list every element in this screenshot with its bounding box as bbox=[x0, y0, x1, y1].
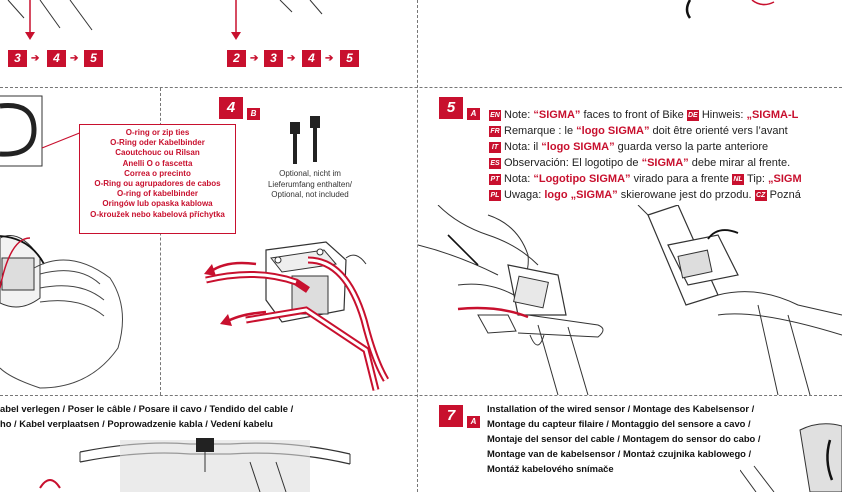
language-badge: CZ bbox=[754, 190, 767, 201]
divider-vertical-inner bbox=[160, 88, 161, 395]
substep-label: A bbox=[467, 108, 480, 120]
step7-title-line: Montáž kabelového snímače bbox=[487, 463, 614, 474]
language-badge: PT bbox=[489, 174, 501, 185]
step-number: 7 bbox=[439, 405, 463, 427]
note-text: Uwaga: bbox=[504, 189, 545, 201]
oring-and-sensor-illustration bbox=[0, 95, 123, 389]
arrow-right-icon: ➔ bbox=[325, 53, 334, 64]
oring-label: Correa o precinto bbox=[124, 168, 191, 178]
note-text: skierowane jest do przodu. bbox=[617, 189, 755, 201]
note-highlight: “logo SIGMA” bbox=[576, 125, 650, 137]
divider-horizontal-bottom bbox=[0, 395, 842, 396]
note-highlight: “SIGMA” bbox=[641, 157, 689, 169]
note-text: Nota: bbox=[504, 173, 534, 185]
note-highlight: „SIGM bbox=[768, 173, 802, 185]
step-number: 5 bbox=[439, 97, 463, 119]
top-strip-drawings bbox=[7, 0, 775, 40]
substep-label: A bbox=[467, 416, 480, 428]
divider-vertical bbox=[417, 0, 418, 492]
note-text: debe mirar al frente. bbox=[688, 157, 791, 169]
sequence-step: 4 bbox=[302, 50, 321, 67]
oring-label: O-kroužek nebo kabelová příchytka bbox=[90, 209, 225, 219]
sensor-on-stem-illustration bbox=[418, 205, 842, 395]
note-text: Pozná bbox=[769, 189, 801, 201]
oring-label-box: O-ring or zip ties O-Ring oder Kabelbind… bbox=[79, 124, 236, 234]
step7-title-line: Montage du capteur filaire / Montaggio d… bbox=[487, 418, 751, 429]
arrow-right-icon: ➔ bbox=[70, 53, 79, 64]
sequence-step: 3 bbox=[8, 50, 27, 67]
language-badge: FR bbox=[489, 126, 501, 137]
note-text: Hinweis: bbox=[701, 109, 747, 121]
note-text: Observación: El logotipo de bbox=[504, 157, 642, 169]
language-badge: EN bbox=[489, 110, 501, 121]
substep-label: B bbox=[247, 108, 260, 120]
oring-label: O-Ring oder Kabelbinder bbox=[110, 138, 205, 148]
optional-note-line: Optional, nicht im bbox=[279, 169, 341, 178]
arrow-right-icon: ➔ bbox=[250, 53, 259, 64]
optional-note-line: Optional, not included bbox=[271, 190, 349, 199]
fork-sensor-illustration bbox=[740, 423, 842, 492]
sequence-step: 4 bbox=[47, 50, 66, 67]
oring-label: O-ring of kabelbinder bbox=[117, 189, 198, 199]
oring-label: O-ring or zip ties bbox=[125, 128, 190, 137]
language-badge: DE bbox=[686, 110, 699, 121]
note-text: doit être orienté vers l’avant bbox=[649, 125, 788, 137]
note-highlight: “logo SIGMA” bbox=[541, 141, 615, 153]
language-badge: PL bbox=[489, 190, 501, 201]
arrow-right-icon: ➔ bbox=[287, 53, 296, 64]
optional-note: Optional, nicht im Lieferumfang enthalte… bbox=[254, 169, 366, 201]
language-badge: IT bbox=[489, 142, 501, 153]
sequence-step: 3 bbox=[264, 50, 283, 67]
zip-ties-icon bbox=[290, 116, 320, 164]
note-text: Nota: il bbox=[504, 141, 542, 153]
note-highlight: logo „SIGMA” bbox=[544, 189, 618, 201]
arrow-right-icon: ➔ bbox=[31, 53, 40, 64]
oring-label: O-Ring ou agrupadores de cabos bbox=[94, 179, 221, 189]
step7-title-line: Montaje del sensor del cable / Montagem … bbox=[487, 433, 761, 444]
divider-horizontal-top bbox=[0, 87, 842, 88]
step-number: 4 bbox=[219, 97, 243, 119]
step6-title-line: ho / Kabel verplaatsen / Poprowadzenie k… bbox=[0, 418, 274, 429]
oring-label: Oringów lub opaska kablowa bbox=[102, 199, 213, 209]
note-text: virado para a frente bbox=[630, 173, 733, 185]
optional-note-line: Lieferumfang enthalten/ bbox=[267, 179, 353, 189]
sensor-zip-tie-mount-illustration bbox=[204, 241, 390, 391]
oring-label: Anelli O o fascetta bbox=[122, 158, 193, 168]
oring-label: Caoutchouc ou Rilsan bbox=[115, 148, 200, 158]
note-text: Tip: bbox=[747, 173, 769, 185]
step6-title-line: abel verlegen / Poser le câble / Posare … bbox=[0, 403, 294, 414]
note-text: Note: bbox=[504, 109, 534, 121]
note-highlight: „SIGMA-L bbox=[746, 109, 799, 121]
note-text: Remarque : le bbox=[504, 125, 577, 137]
handlebar-illustration bbox=[39, 438, 351, 492]
sequence-step: 2 bbox=[227, 50, 246, 67]
language-badge: ES bbox=[489, 158, 501, 169]
step7-title-line: Montage van de kabelsensor / Montaż czuj… bbox=[487, 448, 752, 459]
note-highlight: “SIGMA” bbox=[533, 109, 581, 121]
step7-title-line: Installation of the wired sensor / Monta… bbox=[487, 403, 755, 414]
note-text: guarda verso la parte anteriore bbox=[614, 141, 769, 153]
sequence-step: 5 bbox=[84, 50, 103, 67]
sequence-step: 5 bbox=[340, 50, 359, 67]
note-highlight: “Logotipo SIGMA” bbox=[533, 173, 631, 185]
language-badge: NL bbox=[732, 174, 745, 185]
note-text: faces to front of Bike bbox=[580, 109, 687, 121]
